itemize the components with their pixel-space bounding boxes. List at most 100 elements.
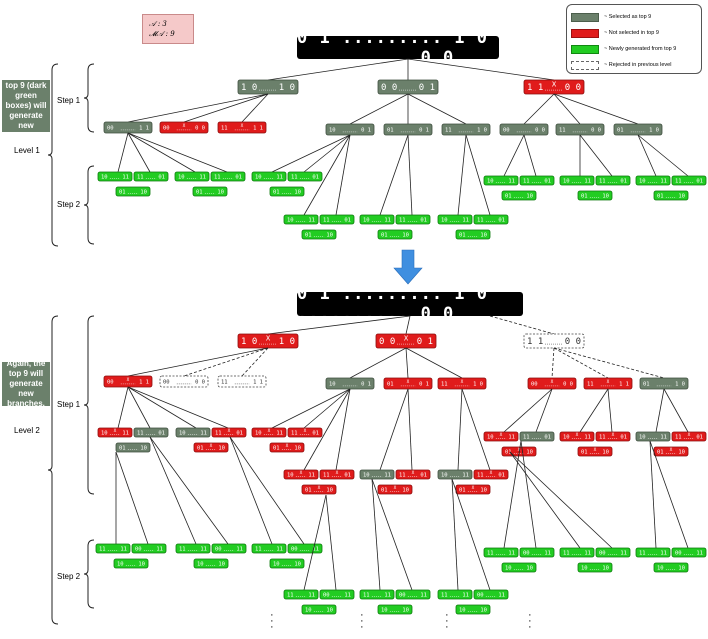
box-bits-left: 10 [563, 434, 570, 440]
branch-line [503, 388, 553, 433]
branch-line [117, 132, 129, 173]
box-bits-left: 11 [523, 434, 530, 440]
box-bits-left: 10 [563, 178, 570, 184]
branch-line [241, 347, 269, 377]
sequence-box [319, 214, 355, 225]
box-bits-right: 0 1 [419, 381, 429, 387]
box-bits-right: 11 [508, 178, 515, 184]
branch-line [461, 388, 491, 471]
legend-label-new: ~ Newly generated from top 9 [604, 46, 677, 52]
box-flip-mark: X [114, 428, 117, 434]
bracket [83, 315, 95, 495]
branch-line [335, 388, 351, 471]
branch-line [405, 347, 463, 379]
branch-line [523, 93, 555, 125]
bracket [47, 63, 59, 247]
branch-line [229, 436, 305, 545]
branch-line [379, 388, 409, 471]
level1-step1-label: Step 1 [57, 96, 81, 105]
box-bits-right: 0 1 [419, 83, 435, 93]
box-flip-mark: X [594, 447, 597, 453]
param-a: 𝒜 : 3 [149, 20, 167, 28]
box-bits-right: 10 [326, 607, 333, 613]
box-bits-left: 11 [477, 217, 484, 223]
sequence-box [159, 121, 209, 134]
parameter-box: 𝒜 : 3 𝓜𝒜 : 9 [142, 14, 194, 44]
branch-line [229, 436, 273, 545]
branch-line [303, 134, 351, 216]
box-bits-right: 11 [620, 550, 627, 556]
box-bits-left: 01 [581, 193, 588, 199]
sequence-box [359, 589, 395, 600]
branch-line [183, 93, 269, 123]
continuation-dots-1: ··· [270, 609, 274, 633]
branch-line [271, 388, 351, 429]
branch-line [503, 440, 522, 549]
branch-line [127, 386, 151, 429]
branch-line [553, 93, 581, 125]
branch-line [303, 494, 327, 591]
box-bits-right: 11 [308, 217, 315, 223]
branch-line [649, 440, 657, 549]
sequence-box [287, 171, 323, 182]
sequence-box [635, 175, 671, 186]
box-flip-mark: X [461, 379, 464, 385]
box-bits-right: 01 [620, 178, 627, 184]
branch-line [303, 388, 351, 471]
box-bits-right: 11 [156, 546, 163, 552]
box-flip-mark: X [607, 379, 610, 385]
box-bits-left: 1 1 [527, 83, 543, 93]
box-bits-left: 01 [305, 487, 312, 493]
box-bits-right: 10 [218, 445, 225, 451]
branch-line [335, 134, 351, 216]
box-bits-left: 11 [477, 472, 484, 478]
box-bits-right: 01 [544, 434, 551, 440]
sequence-box [635, 547, 671, 558]
sequence-box [193, 558, 229, 569]
box-bits-right: 1 0 [279, 83, 295, 93]
box-bits-right: 0 1 [419, 127, 429, 133]
branch-line [457, 388, 463, 471]
sequence-box [595, 547, 631, 558]
sequence-box [131, 543, 167, 554]
sequence-box [501, 562, 537, 573]
branch-line [407, 134, 413, 216]
box-bits-right: 10 [326, 487, 333, 493]
bracket [83, 539, 95, 609]
sequence-box [501, 190, 537, 201]
box-bits-left: 10 [487, 178, 494, 184]
branch-line [127, 132, 228, 173]
box-bits-right: 11 [276, 430, 283, 436]
branch-line [127, 386, 197, 429]
box-bits-right: 0 0 [565, 337, 581, 347]
box-bits-left: 10 [505, 565, 512, 571]
box-bits-left: 11 [587, 381, 594, 387]
box-bits-right: 10 [218, 561, 225, 567]
branch-line [520, 440, 537, 549]
box-bits-right: 01 [236, 430, 243, 436]
box-bits-right: 0 1 [361, 381, 371, 387]
branch-line [457, 134, 467, 216]
branch-line [649, 440, 689, 549]
box-bits-left: 11 [599, 434, 606, 440]
box-bits-left: 01 [459, 232, 466, 238]
box-bits-left: 10 [363, 472, 370, 478]
sequence-box [395, 469, 431, 480]
box-bits-left: 00 [675, 550, 682, 556]
level2-note: Again, the top 9 will generate new branc… [2, 359, 50, 408]
sequence-box [577, 446, 613, 457]
branch-line [407, 58, 555, 81]
legend-swatch-not-selected [571, 28, 599, 38]
box-flip-mark: X [228, 428, 231, 434]
box-bits-left: 10 [305, 607, 312, 613]
sequence-box [395, 214, 431, 225]
sequence-box [175, 427, 211, 438]
branch-line [267, 315, 411, 335]
box-bits-left: 11 [215, 430, 222, 436]
box-bits-right: 0 1 [361, 127, 371, 133]
box-bits-right: 11 [122, 174, 129, 180]
box-bits-left: 01 [459, 487, 466, 493]
box-bits-right: 11 [122, 430, 129, 436]
box-bits-left: 00 [163, 379, 170, 385]
